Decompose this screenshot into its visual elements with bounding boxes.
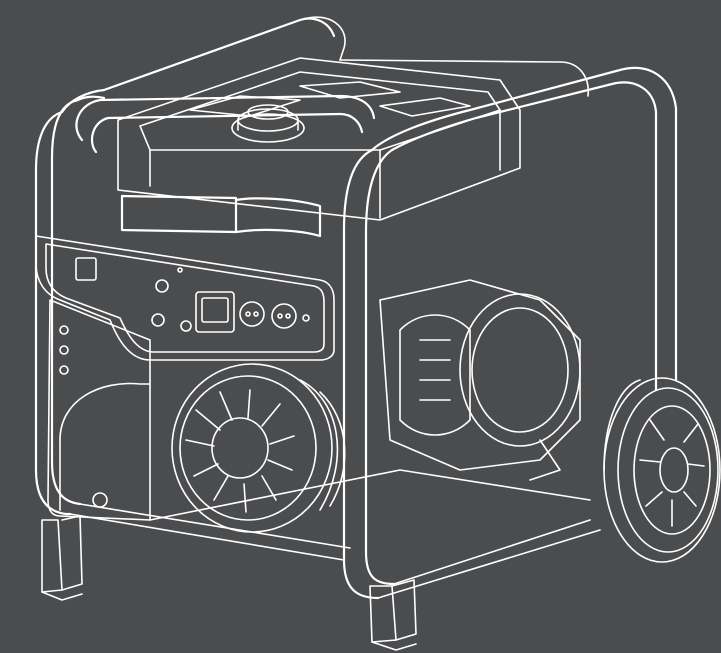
ac-outlet <box>239 301 310 329</box>
alternator <box>379 279 581 481</box>
panel-ground-terminal <box>180 320 192 332</box>
wheel <box>603 377 721 563</box>
digital-meter <box>195 291 235 333</box>
frame-left-tube <box>34 17 336 516</box>
frame-handle <box>75 94 376 238</box>
panel-breaker-2 <box>151 313 165 327</box>
frame-rear-rail <box>299 16 589 97</box>
support-leg-right <box>369 579 417 651</box>
fuel-tank <box>117 57 521 221</box>
fuel-cap <box>231 104 305 143</box>
panel-switch <box>75 257 97 281</box>
panel-breaker <box>155 279 169 293</box>
panel-mount-screw <box>177 267 183 273</box>
support-leg-left <box>41 515 83 601</box>
frame-right-front-tube <box>342 66 678 600</box>
